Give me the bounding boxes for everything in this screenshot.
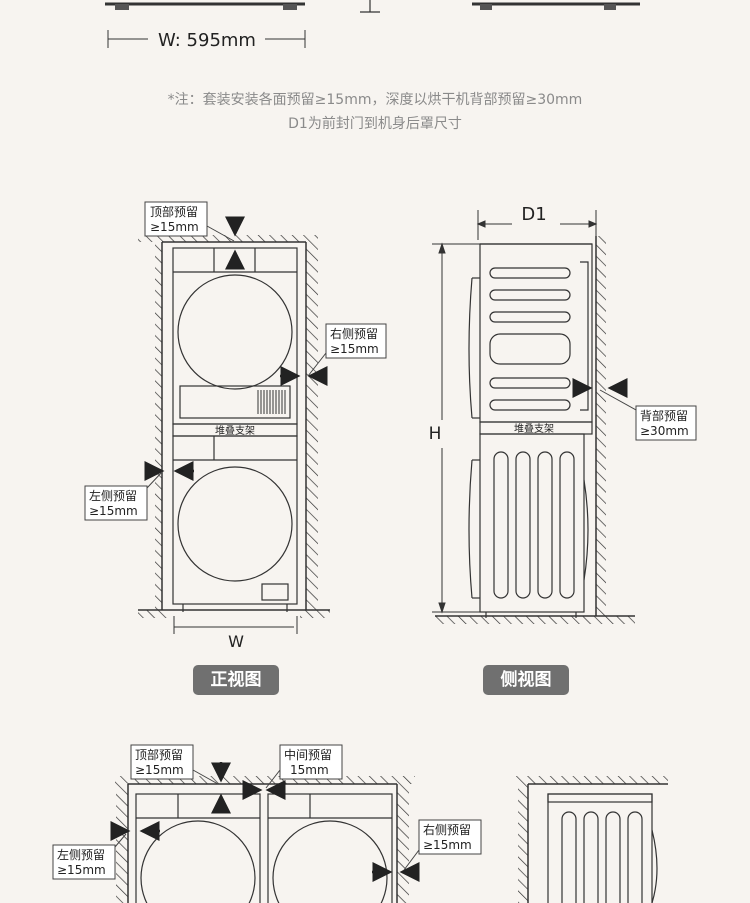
front-width-label: W bbox=[228, 632, 244, 651]
side-view-button[interactable]: 侧视图 bbox=[483, 665, 569, 695]
front-view-washer bbox=[172, 435, 298, 612]
side-view-washer bbox=[468, 433, 589, 618]
bottom-view-arrows bbox=[110, 762, 420, 882]
bottom-top-callout: 顶部预留 ≥15mm bbox=[130, 744, 219, 785]
bottom-left-callout: 左侧预留 ≥15mm bbox=[52, 833, 127, 880]
bottom-mid-label-1: 中间预留 bbox=[284, 747, 332, 762]
bottom-top-label-2: ≥15mm bbox=[135, 763, 184, 777]
side-depth-label: D1 bbox=[521, 204, 546, 225]
bottom-right-label-1: 右侧预留 bbox=[423, 822, 471, 837]
bottom-side-view-partial bbox=[516, 776, 668, 903]
side-stand-label: 堆叠支架 bbox=[514, 423, 554, 435]
front-right-label-1: 右侧预留 bbox=[330, 326, 378, 341]
top-partial-machine-side bbox=[472, 2, 640, 10]
bottom-mid-callout: 中间预留 15mm bbox=[265, 744, 343, 789]
bottom-right-callout: 右侧预留 ≥15mm bbox=[403, 819, 482, 871]
front-view-dryer bbox=[172, 247, 298, 425]
bottom-left-label-2: ≥15mm bbox=[57, 863, 106, 877]
side-depth-dimension bbox=[476, 210, 598, 240]
front-top-label-2: ≥15mm bbox=[150, 220, 199, 234]
front-stand-label: 堆叠支架 bbox=[215, 425, 255, 437]
note-line-2: D1为前封门到机身后罩尺寸 bbox=[288, 116, 462, 132]
side-back-label-1: 背部预留 bbox=[640, 408, 688, 423]
side-view-dryer bbox=[468, 243, 593, 423]
front-left-callout: 左侧预留 ≥15mm bbox=[84, 471, 163, 521]
side-view-walls bbox=[435, 236, 635, 624]
front-top-label-1: 顶部预留 bbox=[150, 204, 198, 219]
front-right-label-2: ≥15mm bbox=[330, 342, 379, 356]
front-left-label-1: 左侧预留 bbox=[89, 488, 137, 503]
bottom-top-label-1: 顶部预留 bbox=[135, 747, 183, 762]
note-line-1: *注：套装安装各面预留≥15mm，深度以烘干机背部预留≥30mm bbox=[167, 92, 583, 108]
front-right-callout: 右侧预留 ≥15mm bbox=[307, 323, 387, 377]
front-view-button[interactable]: 正视图 bbox=[193, 665, 279, 695]
side-height-label: H bbox=[429, 424, 442, 444]
front-left-label-2: ≥15mm bbox=[89, 504, 138, 518]
top-width-label: W: 595mm bbox=[158, 30, 256, 51]
front-view-walls bbox=[138, 235, 330, 618]
bottom-view-walls bbox=[115, 776, 415, 903]
bottom-right-label-2: ≥15mm bbox=[423, 838, 472, 852]
front-width-dimension bbox=[173, 616, 298, 634]
vent-grille bbox=[257, 390, 286, 414]
top-partial-machine-front bbox=[105, 0, 380, 13]
front-view-arrows bbox=[144, 216, 328, 481]
side-back-label-2: ≥30mm bbox=[640, 424, 689, 438]
front-top-callout: 顶部预留 ≥15mm bbox=[144, 201, 235, 242]
top-width-dimension bbox=[107, 30, 306, 48]
side-back-callout: 背部预留 ≥30mm bbox=[599, 389, 697, 441]
side-height-dimension bbox=[432, 242, 480, 614]
bottom-left-label-1: 左侧预留 bbox=[57, 847, 105, 862]
bottom-view-machines bbox=[135, 793, 393, 903]
bottom-mid-label-2: 15mm bbox=[290, 763, 329, 777]
